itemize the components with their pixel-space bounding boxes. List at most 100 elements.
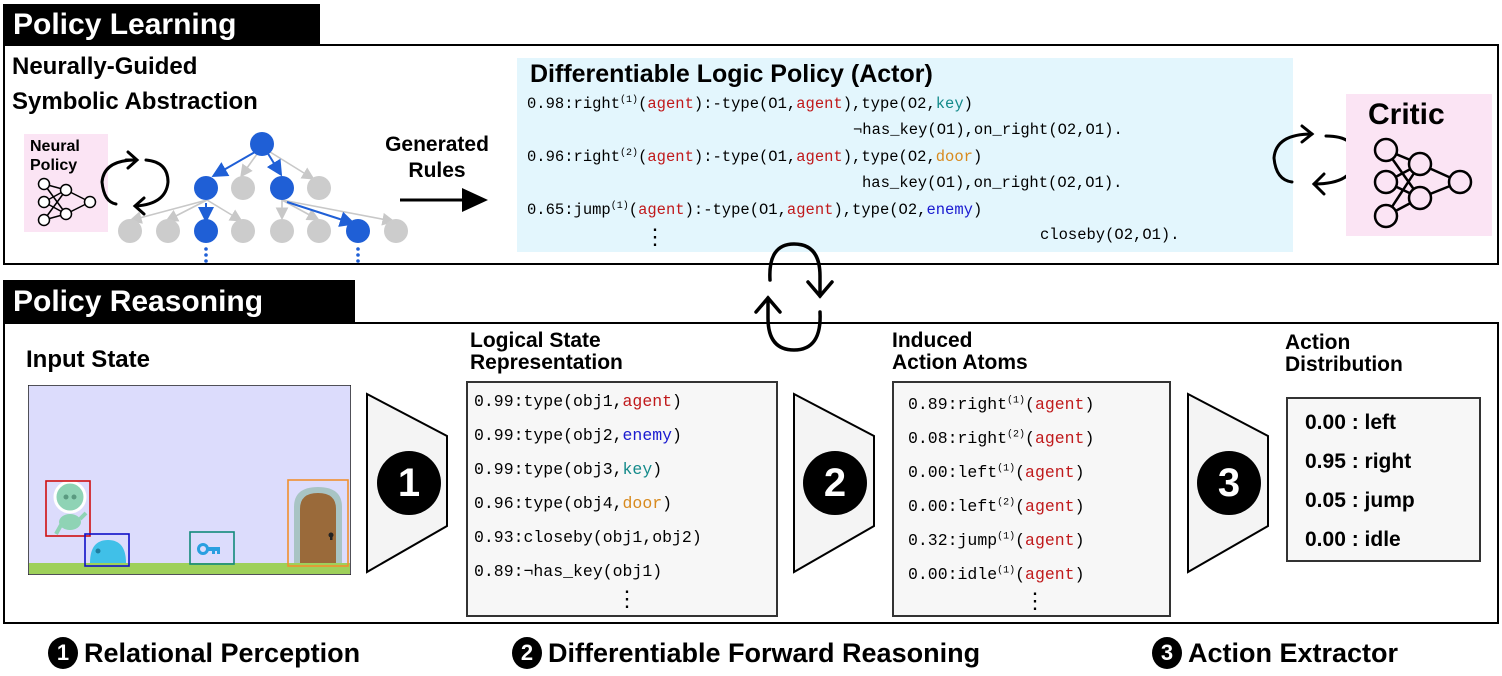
actor-rule-1: 0.98:right(1)(agent):-type(O1,agent),typ… <box>527 94 973 113</box>
logical-atom: 0.89:¬has_key(obj1) <box>474 562 663 581</box>
action-name: right <box>1364 450 1412 473</box>
logical-atom: 0.99:type(obj2,enemy) <box>474 426 682 445</box>
atom-action: jump <box>957 531 998 550</box>
atom-arg: agent <box>1025 565 1075 584</box>
atom-arg: enemy <box>622 426 673 445</box>
rule-sup: (1) <box>620 94 639 106</box>
action-name: jump <box>1364 489 1415 512</box>
atom-action: idle <box>957 565 998 584</box>
atom-text: 0.96:type(obj4, <box>474 494 623 513</box>
nudge-title-line1: Neurally-Guided <box>12 53 198 80</box>
nudge-title-line2: Symbolic Abstraction <box>12 88 258 115</box>
input-state-title: Input State <box>26 346 150 373</box>
atom-weight: 0.00 <box>908 463 948 482</box>
atom-arg: agent <box>1034 395 1085 414</box>
legend-num-badge: 3 <box>1152 637 1182 669</box>
atom-suffix: ) <box>662 494 673 513</box>
logical-state-box <box>466 381 778 617</box>
atom-weight: 0.00 <box>908 497 948 516</box>
action-name: left <box>1364 411 1397 434</box>
rule-tail: ) <box>972 148 983 166</box>
atom-arg: agent <box>1025 463 1075 482</box>
legend-label: Differentiable Forward Reasoning <box>548 638 981 668</box>
critic-title: Critic <box>1368 98 1445 131</box>
atom-text: 0.99:type(obj3, <box>474 460 623 479</box>
legend-label: Action Extractor <box>1188 638 1399 668</box>
atom-text: 0.99:type(obj2, <box>474 426 623 445</box>
rule-body-arg: agent <box>796 95 843 113</box>
action-atom: 0.08:right(2)(agent) <box>908 429 1095 448</box>
rule-weight: 0.96 <box>527 148 565 166</box>
atom-suffix: ) <box>672 426 682 445</box>
action-prob-row: 0.00 : left <box>1305 411 1397 434</box>
action-atom: 0.89:right(1)(agent) <box>908 395 1095 414</box>
legend-num-badge: 1 <box>48 637 78 669</box>
atom-sup: (1) <box>997 463 1016 475</box>
rule-arg: agent <box>638 201 685 219</box>
atom-arg: agent <box>622 392 673 411</box>
action-atoms-title-line2: Action Atoms <box>892 351 1028 374</box>
rule-arg: agent <box>647 95 694 113</box>
generated-rules-label: Generated Rules <box>362 132 512 184</box>
rule-body-arg: agent <box>796 148 843 166</box>
actor-rule-3: 0.65:jump(1)(agent):-type(O1,agent),type… <box>527 200 983 219</box>
atom-action: left <box>957 463 998 482</box>
action-prob-row: 0.95 : right <box>1305 450 1412 473</box>
neural-network-icon <box>37 177 97 227</box>
atom-weight: 0.08 <box>908 429 948 448</box>
agent-sprite <box>53 480 88 535</box>
neural-policy-label-line2: Policy <box>30 157 78 174</box>
action-distribution-title: Action Distribution <box>1285 332 1403 376</box>
atom-sup: (2) <box>1007 429 1026 441</box>
atom-text: 0.99:type(obj1, <box>474 392 623 411</box>
actor-title: Differentiable Logic Policy (Actor) <box>530 60 933 88</box>
action-atom: 0.32:jump(1)(agent) <box>908 531 1085 550</box>
rule-tail: ) <box>972 201 983 219</box>
rule-body: ),type(O2, <box>833 201 927 219</box>
rule-body: ),type(O2, <box>842 148 936 166</box>
rule-weight: 0.98 <box>527 95 565 113</box>
learning-reasoning-cycle-icon <box>754 242 834 352</box>
rule-body: ):-type(O1, <box>684 201 787 219</box>
logical-atom: 0.96:type(obj4,door) <box>474 494 672 513</box>
policy-reasoning-title: Policy Reasoning <box>3 280 355 324</box>
logical-atom: 0.99:type(obj1,agent) <box>474 392 682 411</box>
atom-arg: key <box>622 460 653 479</box>
atom-weight: 0.89 <box>908 395 948 414</box>
action-prob-row: 0.00 : idle <box>1305 528 1401 551</box>
atom-action: right <box>957 395 1008 414</box>
game-screenshot <box>28 385 351 575</box>
logical-state-title-line2: Representation <box>470 351 623 374</box>
search-tree-diagram <box>118 132 408 263</box>
atom-action: left <box>957 497 998 516</box>
step-2-badge: 2 <box>803 451 867 515</box>
rule-target: door <box>935 148 973 166</box>
rule-head: jump <box>573 201 611 219</box>
atom-sup: (1) <box>1007 395 1026 407</box>
action-prob: 0.00 <box>1305 411 1346 434</box>
actor-logic-policy-box <box>517 58 1293 252</box>
atom-arg: agent <box>1025 497 1075 516</box>
atom-sup: (1) <box>997 565 1016 577</box>
rule-head: right <box>573 95 621 113</box>
atom-suffix: ) <box>652 460 663 479</box>
atom-suffix: ) <box>672 392 682 411</box>
step-1-badge: 1 <box>377 451 441 515</box>
neural-policy-label: Neural Policy <box>30 137 80 175</box>
rule-sup: (2) <box>620 147 639 159</box>
action-atoms-box <box>892 381 1171 617</box>
atom-arg: agent <box>1025 531 1075 550</box>
action-atom: 0.00:left(1)(agent) <box>908 463 1085 482</box>
atom-arg: agent <box>1034 429 1085 448</box>
legend-label: Relational Perception <box>84 638 361 668</box>
action-prob-row: 0.05 : jump <box>1305 489 1415 512</box>
policy-learning-title: Policy Learning <box>3 4 320 46</box>
generated-rules-line2: Rules <box>408 159 466 182</box>
actor-rule-2-cont: has_key(O1),on_right(O2,O1). <box>862 174 1123 192</box>
actor-rule-1-cont: ¬has_key(O1),on_right(O2,O1). <box>853 121 1123 139</box>
rule-arg: agent <box>647 148 694 166</box>
action-atom: 0.00:left(2)(agent) <box>908 497 1085 516</box>
action-name: idle <box>1364 528 1401 551</box>
